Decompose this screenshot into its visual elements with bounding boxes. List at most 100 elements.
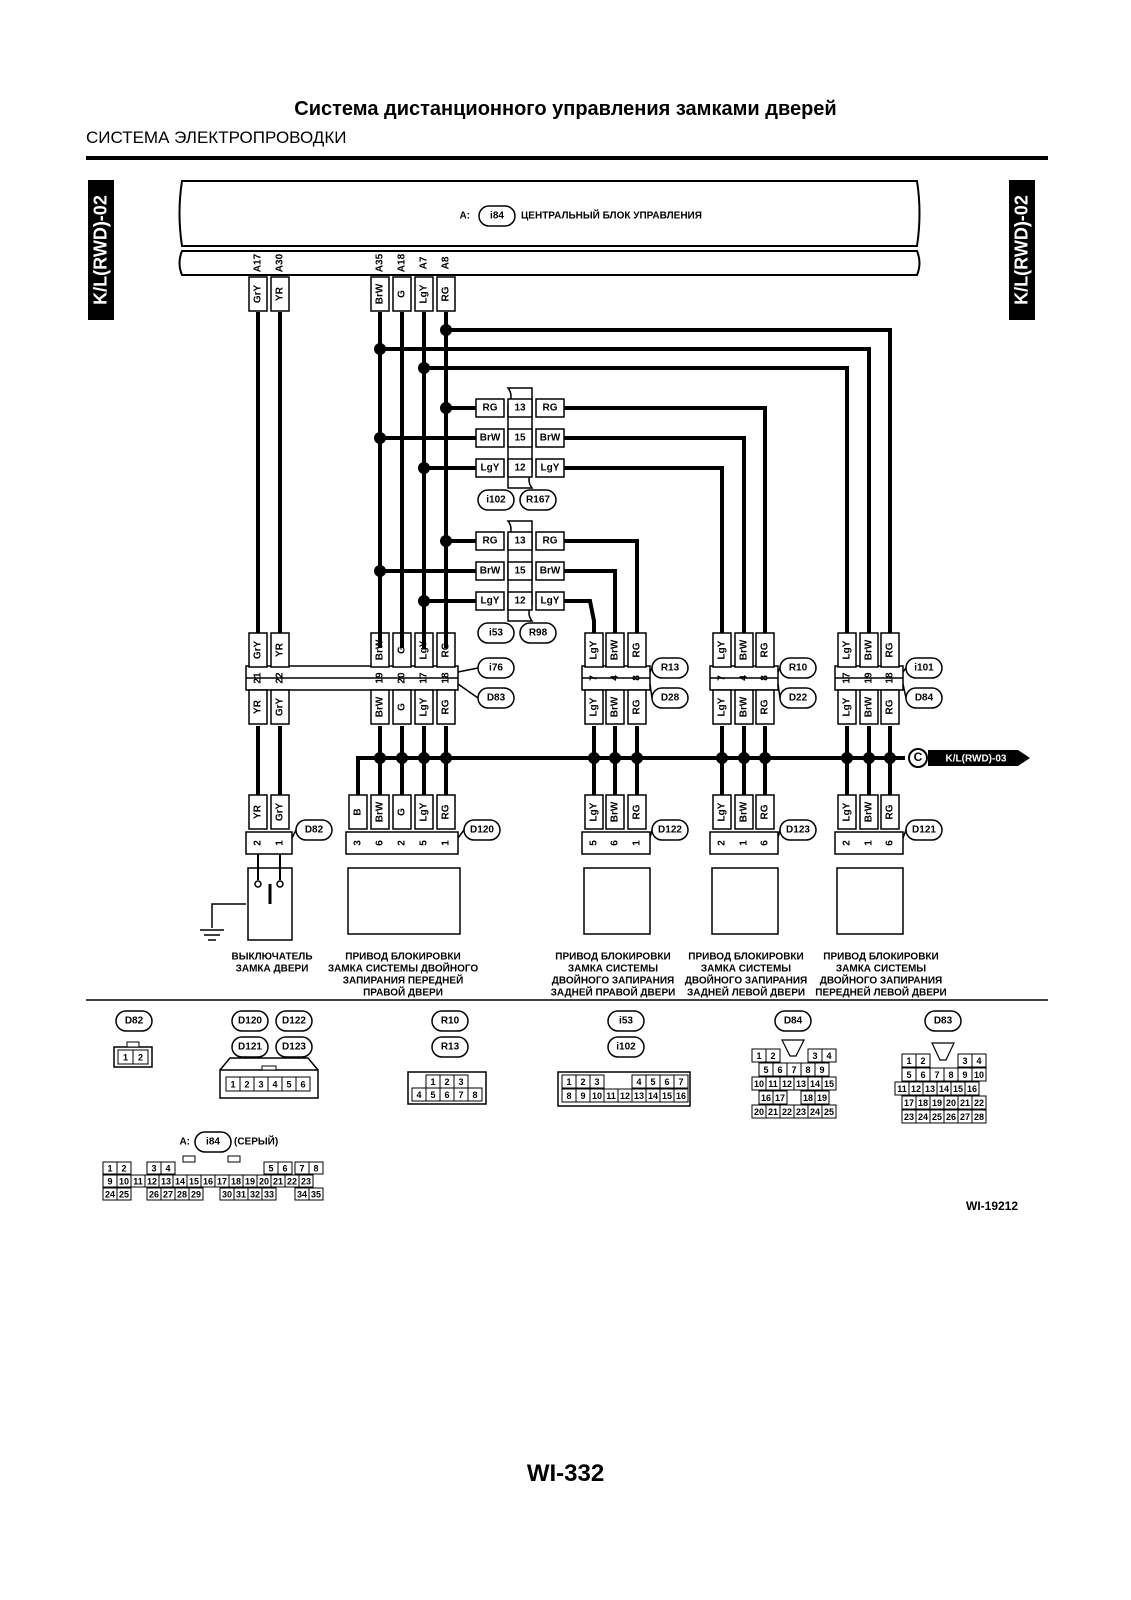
junction-top-wire: BrW [610, 639, 621, 660]
view-d84-r4-pin: 21 [768, 1107, 778, 1117]
device-label-line: ВЫКЛЮЧАТЕЛЬ [231, 952, 312, 963]
device-wire-label-box [880, 794, 900, 830]
splice-dot [440, 535, 452, 547]
junction-top-wire: LgY [589, 640, 600, 659]
view-d84-r0a-pin: 1 [756, 1051, 761, 1061]
switch-contact [254, 880, 262, 888]
splice-pin-box [507, 428, 533, 448]
view-d83-r0b-pin: 4 [976, 1056, 981, 1066]
view-d83-label: D83 [934, 1016, 953, 1027]
junction-bottom-wire: BrW [739, 696, 750, 717]
junction-bottom-wire-box [605, 689, 625, 725]
view-i53-a-pin: 3 [594, 1077, 599, 1087]
view-i102-label-oval [607, 1036, 645, 1058]
view-r10-pin: 5 [430, 1090, 435, 1100]
view-i84-r2a-pin: 25 [119, 1189, 129, 1199]
ground-ref-letter: C [914, 750, 923, 764]
splice-right-wire: BrW [540, 566, 561, 577]
view-d120-label: D121 [238, 1042, 262, 1053]
view-r10-pin: 7 [458, 1090, 463, 1100]
view-d83-r2-pin: 12 [911, 1084, 921, 1094]
view-d84-r0a-pin: 2 [770, 1051, 775, 1061]
device-connector-label: D82 [305, 825, 324, 836]
view-d83-key [931, 1042, 955, 1061]
view-d84-r1-pin: 8 [805, 1065, 810, 1075]
view-i84-key [182, 1155, 196, 1163]
view-i84-label-oval [194, 1131, 232, 1153]
view-i53-b-pin: 6 [664, 1077, 669, 1087]
junction-i76-pin-18: 18 [441, 672, 452, 684]
control-unit-wire-A30-box [270, 276, 290, 312]
device-wire-label: BrW [610, 801, 621, 822]
view-i84-r2d-cell [308, 1187, 324, 1201]
view-d83-r4-pin: 25 [932, 1112, 942, 1122]
control-unit-wire-A7-box [414, 276, 434, 312]
control-unit-wire-A7: LgY [419, 284, 430, 303]
view-i53-c-pin: 9 [580, 1091, 585, 1101]
splice-left-wire: BrW [480, 566, 501, 577]
junction-label-bottom-oval [905, 687, 943, 709]
view-i84-r2b-pin: 28 [177, 1189, 187, 1199]
view-d120-pin: 4 [272, 1079, 277, 1089]
view-i84-r0b-pin: 3 [151, 1163, 156, 1173]
device-wire-label: YR [253, 804, 264, 819]
junction-top-wire: BrW [739, 639, 750, 660]
view-i84-r1-pin: 21 [273, 1176, 283, 1186]
device-body [836, 867, 904, 935]
control-unit-pin-A18: A18 [397, 253, 408, 272]
device-label-line: ДВОЙНОГО ЗАПИРАНИЯ [685, 974, 808, 987]
device-wire-label-box [370, 794, 390, 830]
ground-lead [211, 903, 246, 928]
device-pin: 5 [419, 840, 430, 846]
ground-ref-label: K/L(RWD)-03 [946, 754, 1007, 765]
splice-right-wire: RG [543, 536, 558, 547]
view-i102-label: i102 [616, 1042, 636, 1053]
view-i84-r1-pin: 19 [245, 1176, 255, 1186]
splice-dot [374, 343, 386, 355]
view-d84-r2-pin: 12 [782, 1079, 792, 1089]
device-pin: 2 [253, 840, 264, 846]
view-d84-r4-pin: 24 [810, 1107, 820, 1117]
view-d84-r0a-cell [765, 1048, 781, 1063]
view-i84-r2b-pin: 26 [149, 1189, 159, 1199]
splice-pin: 15 [514, 566, 526, 577]
device-connector-label: D121 [912, 825, 936, 836]
wire-rg-to-i101 [446, 328, 892, 648]
junction-i76-pin-17: 17 [419, 672, 430, 684]
junction-pin: 17 [842, 672, 853, 684]
junction-d83-label: D83 [487, 693, 506, 704]
device-connector-label-oval [463, 819, 501, 841]
view-d83-label-oval [924, 1010, 962, 1032]
control-unit-pin-A8: A8 [441, 256, 452, 269]
junction-i76-bottom-wire: LgY [419, 697, 430, 716]
junction-i76-label-oval [477, 657, 515, 679]
view-r10-pin: 6 [444, 1090, 449, 1100]
view-i53-b-pin: 5 [650, 1077, 655, 1087]
view-i84-r0a-cell [116, 1161, 132, 1175]
view-d120-label-oval [231, 1010, 269, 1032]
view-i84-r1-pin: 22 [287, 1176, 297, 1186]
device-body [347, 867, 461, 935]
figure-id: WI-19212 [966, 1199, 1019, 1213]
view-i53-c-pin: 14 [648, 1091, 658, 1101]
view-d84-r3b-cell [814, 1090, 830, 1105]
view-i84-r2b-pin: 27 [163, 1189, 173, 1199]
view-d84-r4-pin: 23 [796, 1107, 806, 1117]
device-label-line: ПРИВОД БЛОКИРОВКИ [555, 952, 670, 963]
control-unit-prefix: A: [459, 211, 470, 222]
splice-right-wire-box [535, 398, 565, 418]
splice-connector-right-label: R98 [529, 628, 548, 639]
device-pin: 1 [275, 840, 286, 846]
device-connector-label: D122 [658, 825, 682, 836]
junction-bottom-wire: BrW [864, 696, 875, 717]
junction-top-wire-box [584, 632, 604, 668]
device-connector-label: D120 [470, 825, 494, 836]
junction-top-wire-box [837, 632, 857, 668]
device-pin: 6 [610, 840, 621, 846]
junction-label-bottom: D84 [915, 693, 934, 704]
junction-label-top: R10 [789, 663, 808, 674]
device-label-line: ЗАМКА СИСТЕМЫ [701, 964, 791, 975]
view-d84-label: D84 [784, 1016, 803, 1027]
device-connector [709, 831, 779, 855]
